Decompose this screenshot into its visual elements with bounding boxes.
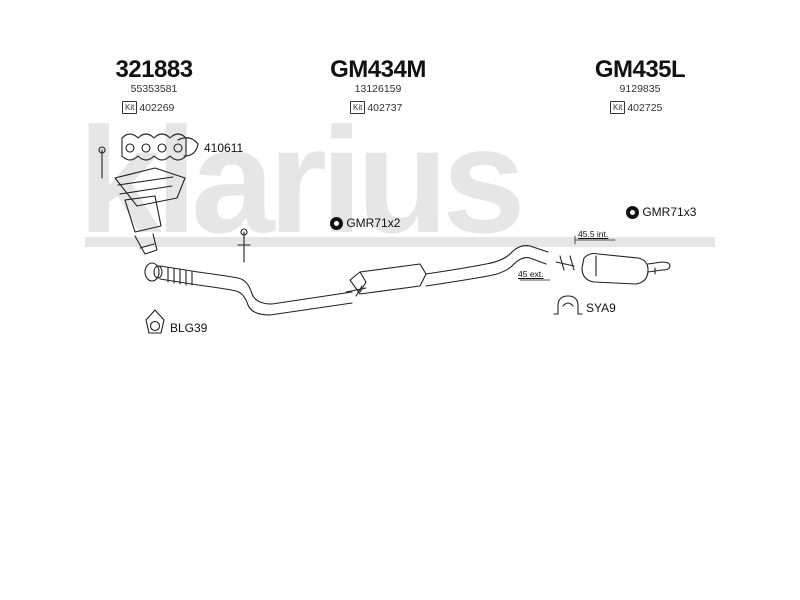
part-number-3: GM435L [594,56,686,83]
front-pipe [144,228,353,316]
part-number-2: GM434M [330,56,426,83]
mount-front-label: GMR71x2 [346,216,401,230]
mount-rear-label: GMR71x3 [642,205,697,219]
flange-icon [145,309,165,334]
kit-3: Kit 402725 [610,101,662,114]
catalytic-converter-icon [98,146,186,255]
clamp-icon [553,295,583,315]
kit-number-1: 402269 [139,101,175,114]
watermark-bar [85,237,715,247]
kit-tag: Kit [350,101,366,114]
mount-rear: GMR71x3 [626,205,697,220]
mount-front: GMR71x2 [330,216,401,231]
part-number-1: 321883 [115,56,193,83]
rear-silencer-icon [555,252,671,285]
rubber-mount-icon [626,206,639,220]
clamp-label: SYA9 [586,301,616,315]
dimension-int: 45.5 int. [578,229,609,239]
kit-number-2: 402737 [367,101,403,114]
gasket-icon [121,133,199,161]
middle-silencer-icon [345,245,549,297]
oe-number-3: 9129835 [619,83,661,95]
kit-tag: Kit [610,101,626,114]
kit-tag: Kit [122,101,138,114]
gasket-label: 410611 [204,141,244,155]
flange-label: BLG39 [170,321,208,335]
oe-number-2: 13126159 [354,83,402,95]
kit-number-3: 402725 [627,101,663,114]
kit-1: Kit 402269 [122,101,174,114]
rubber-mount-icon [330,217,343,231]
dimension-ext: 45 ext. [518,269,544,279]
kit-2: Kit 402737 [350,101,402,114]
oe-number-1: 55353581 [130,83,178,95]
